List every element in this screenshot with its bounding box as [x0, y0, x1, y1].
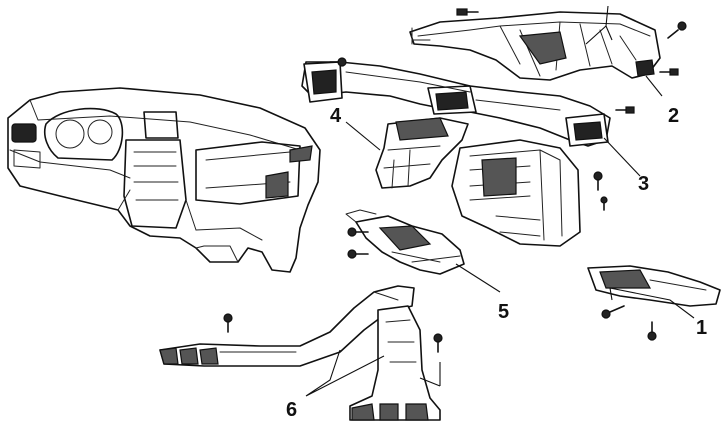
- leader-lines: [305, 5, 695, 397]
- heater-unit: [451, 139, 581, 247]
- callout-4: 4: [330, 105, 342, 127]
- dashboard-panel: [7, 87, 321, 273]
- center-vent-duct: [301, 61, 611, 147]
- rear-floor-ducts: [159, 285, 441, 421]
- callout-2: 2: [668, 105, 679, 127]
- callout-3: 3: [638, 173, 649, 195]
- floor-duct-connector: [345, 209, 465, 275]
- screw-icon: [223, 8, 687, 353]
- side-duct: [587, 265, 721, 307]
- defroster-duct: [409, 11, 661, 81]
- callout-1: 1: [696, 317, 707, 339]
- callout-5: 5: [498, 301, 509, 323]
- center-bracket: [375, 117, 469, 189]
- callout-6: 6: [286, 399, 297, 421]
